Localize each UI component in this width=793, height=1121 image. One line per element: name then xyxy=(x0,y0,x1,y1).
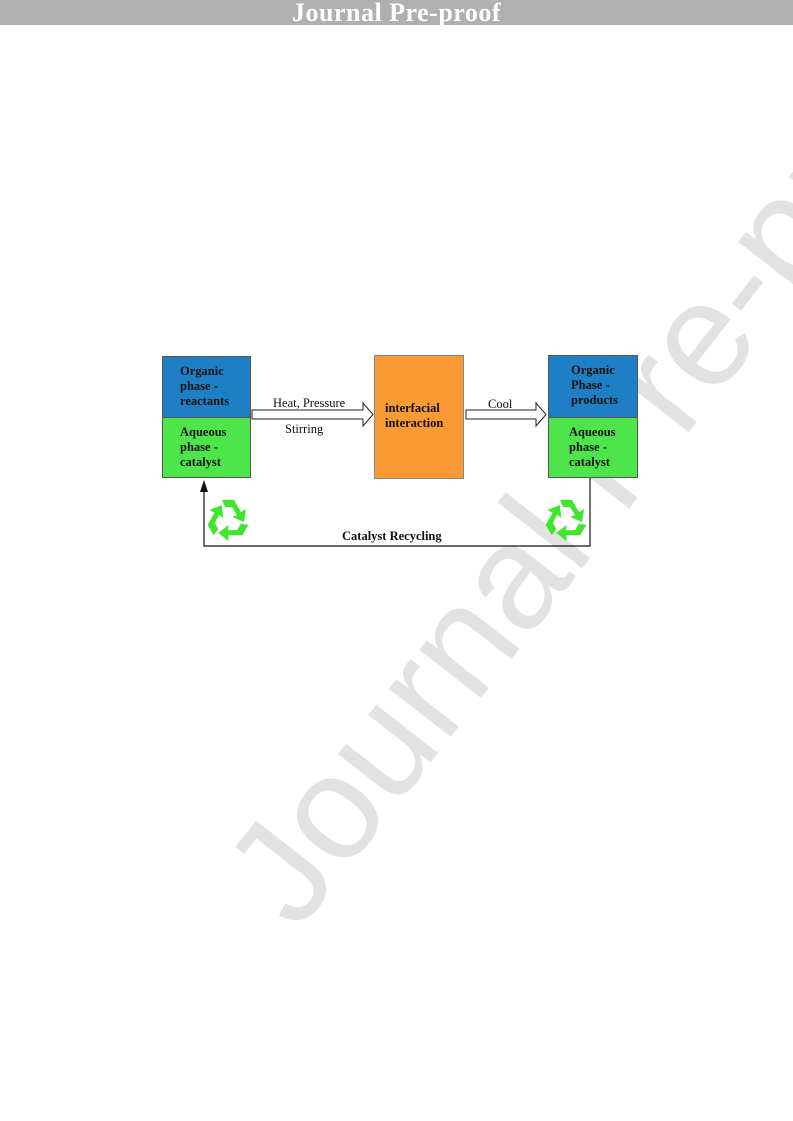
right-organic-line-3: products xyxy=(571,393,619,407)
heat-pressure-arrow xyxy=(251,401,374,428)
heat-pressure-label: Heat, Pressure xyxy=(273,396,346,410)
recycle-icon-right xyxy=(545,500,587,542)
catalyst-recycling-label: Catalyst Recycling xyxy=(342,529,442,543)
center-line-2: interaction xyxy=(385,416,444,430)
stirring-label: Stirring xyxy=(285,422,324,436)
right-aqueous-line-1: Aqueous xyxy=(569,425,616,439)
left-organic-line-3: reactants xyxy=(180,394,230,408)
left-organic-line-1: Organic xyxy=(180,364,224,378)
cool-label: Cool xyxy=(488,397,513,411)
recycle-icon-left xyxy=(207,500,249,542)
catalyst-recycle-line xyxy=(200,478,591,547)
interfacial-interaction-box: interfacial interaction xyxy=(374,355,464,479)
left-aqueous-line-3: catalyst xyxy=(180,455,221,469)
right-aqueous-phase-box: Aqueous phase - catalyst xyxy=(548,417,638,478)
right-organic-line-1: Organic xyxy=(571,363,615,377)
left-aqueous-phase-box: Aqueous phase - catalyst xyxy=(162,417,251,478)
right-aqueous-line-2: phase - xyxy=(569,440,607,454)
header-bar: Journal Pre-proof xyxy=(0,0,793,27)
header-title: Journal Pre-proof xyxy=(291,0,502,27)
cool-arrow xyxy=(465,401,547,428)
right-aqueous-line-3: catalyst xyxy=(569,455,610,469)
left-organic-line-2: phase - xyxy=(180,379,218,393)
center-line-1: interfacial xyxy=(385,401,440,415)
left-organic-phase-box: Organic phase - reactants xyxy=(162,356,251,418)
right-organic-line-2: Phase - xyxy=(571,378,610,392)
left-aqueous-line-1: Aqueous xyxy=(180,425,227,439)
right-organic-phase-box: Organic Phase - products xyxy=(548,355,638,418)
left-aqueous-line-2: phase - xyxy=(180,440,218,454)
